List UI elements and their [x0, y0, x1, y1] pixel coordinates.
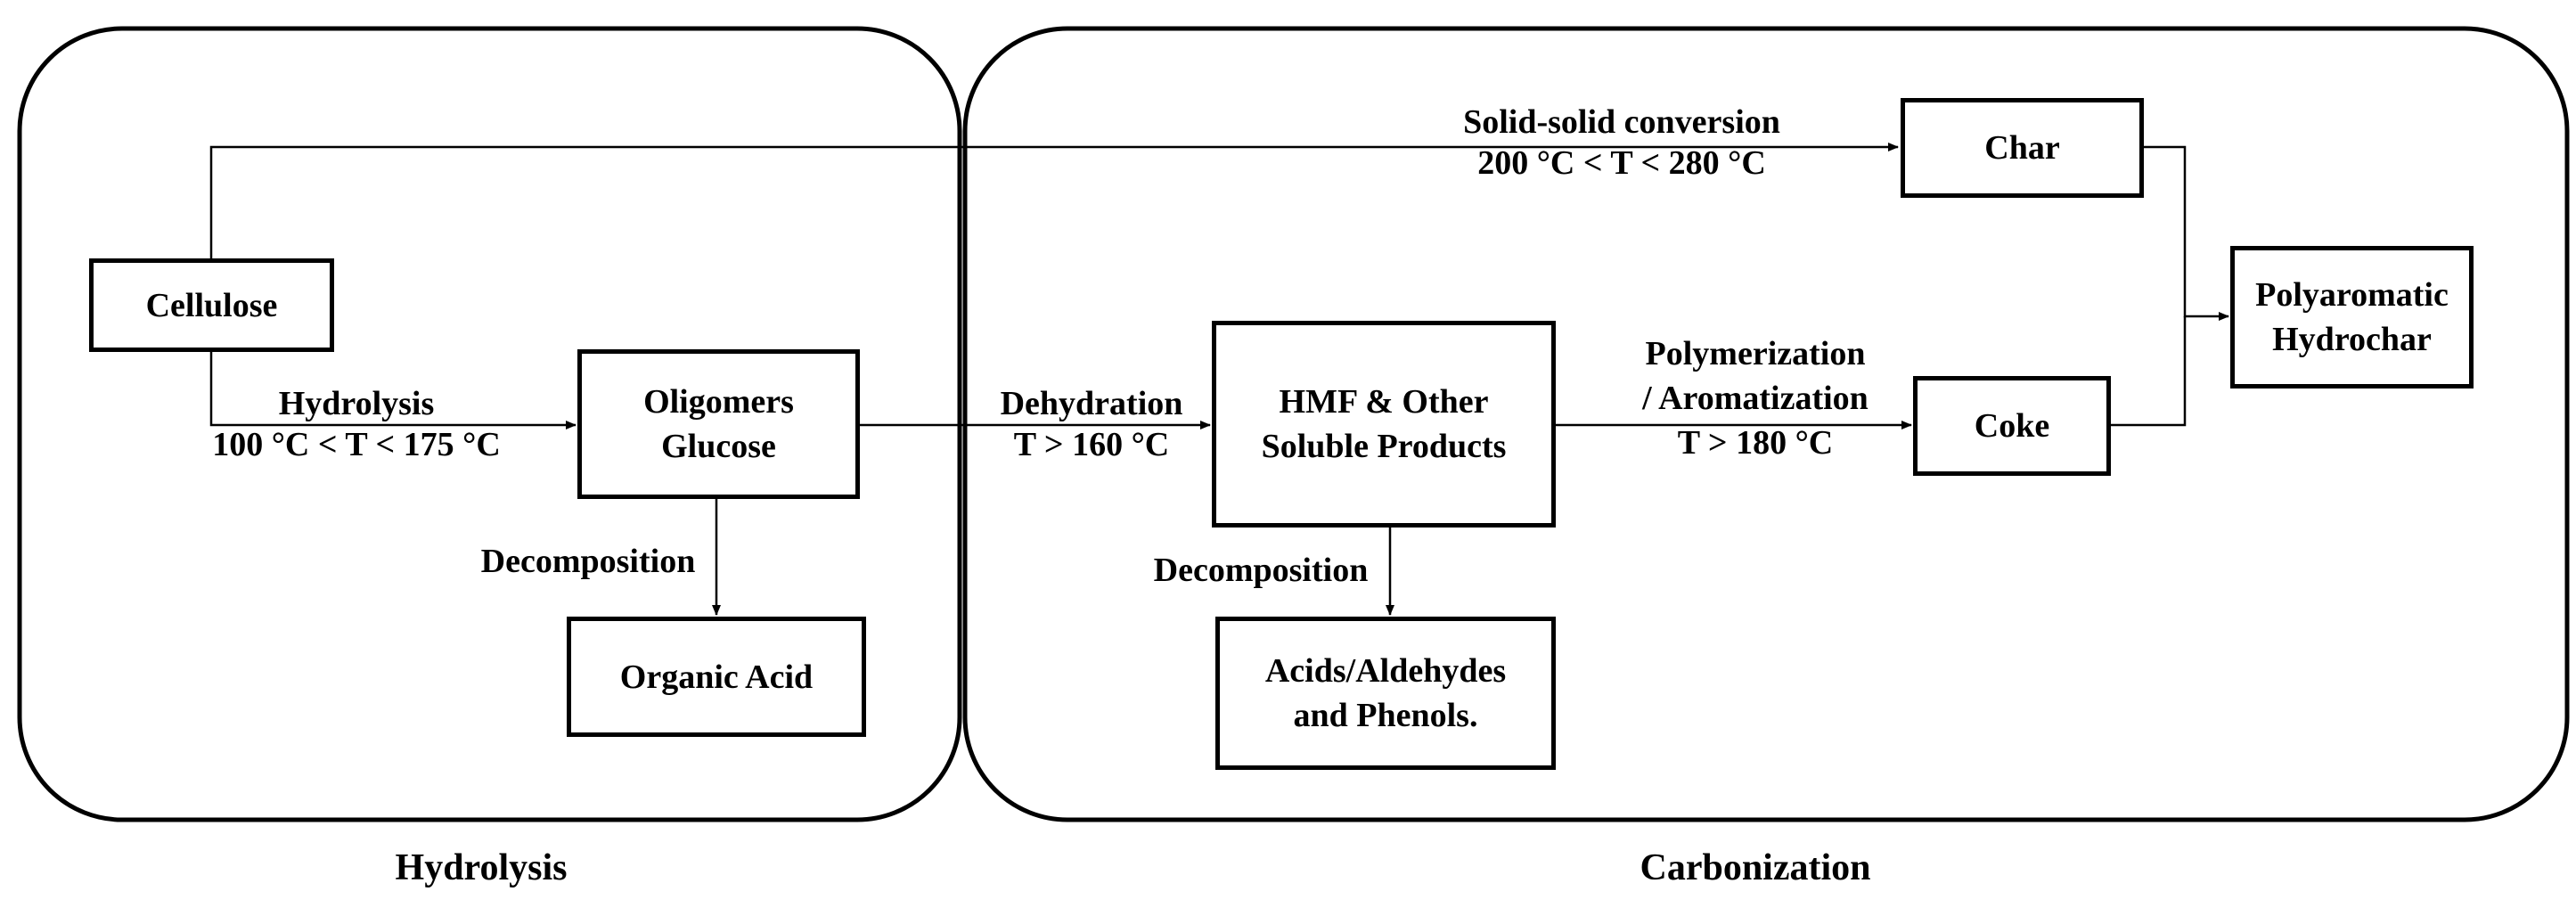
- polymerization-label: Polymerization / Aromatization T > 180 °…: [1613, 331, 1898, 465]
- acids-aldehydes-node: Acids/Aldehydes and Phenols.: [1215, 617, 1556, 770]
- cellulose-node: Cellulose: [89, 258, 334, 352]
- hydrolysis-region-title: Hydrolysis: [395, 847, 568, 888]
- char-to-hydrochar-arrow: [2143, 145, 2229, 321]
- coke-node: Coke: [1913, 376, 2111, 476]
- solid-solid-label-line2: 200 °C < T < 280 °C: [1477, 144, 1766, 182]
- hydrochar-label-line1: Polyaromatic: [2255, 276, 2449, 314]
- polyaromatic-hydrochar-node: Polyaromatic Hydrochar: [2230, 246, 2474, 388]
- acids-label-line2: and Phenols.: [1293, 697, 1478, 734]
- hydrolysis-label-line1: Hydrolysis: [278, 385, 435, 422]
- coke-label: Coke: [1974, 407, 2050, 445]
- hmf-label-line2: Soluble Products: [1261, 428, 1507, 465]
- hydrochar-label-line2: Hydrochar: [2272, 321, 2432, 358]
- polymerization-label-line2: / Aromatization: [1642, 380, 1869, 417]
- hydrolysis-arrow: [209, 350, 577, 429]
- acids-label-line1: Acids/Aldehydes: [1264, 652, 1507, 690]
- polymerization-label-line3: T > 180 °C: [1677, 424, 1834, 462]
- glucose-label: Glucose: [661, 428, 776, 465]
- cellulose-label: Cellulose: [145, 286, 278, 324]
- dehydration-label-line1: Dehydration: [1000, 385, 1183, 422]
- decomposition-label-1: Decomposition: [480, 543, 696, 580]
- hydrolysis-label: Hydrolysis 100 °C < T < 175 °C: [178, 383, 535, 465]
- decomposition-label-2: Decomposition: [1153, 552, 1369, 589]
- hmf-node: HMF & Other Soluble Products: [1212, 321, 1556, 528]
- dehydration-label-line2: T > 160 °C: [1013, 426, 1170, 463]
- oligomers-label: Oligomers: [643, 383, 794, 421]
- char-node: Char: [1901, 98, 2144, 198]
- solid-solid-label: Solid-solid conversion 200 °C < T < 280 …: [1372, 102, 1871, 184]
- carbonization-region-title: Carbonization: [1640, 847, 1871, 888]
- coke-to-hydrochar-arrow: [2110, 316, 2187, 427]
- hydrolysis-label-line2: 100 °C < T < 175 °C: [212, 426, 501, 463]
- char-label: Char: [1984, 129, 2060, 167]
- dehydration-label: Dehydration T > 160 °C: [976, 383, 1207, 465]
- organic-acid-label: Organic Acid: [619, 658, 814, 696]
- solid-solid-arrow: [209, 143, 1899, 258]
- solid-solid-label-line1: Solid-solid conversion: [1463, 103, 1780, 141]
- polymerization-label-line1: Polymerization: [1645, 335, 1866, 372]
- organic-acid-node: Organic Acid: [567, 617, 866, 737]
- oligomers-glucose-node: Oligomers Glucose: [577, 349, 860, 499]
- hmf-label-line1: HMF & Other: [1279, 383, 1489, 421]
